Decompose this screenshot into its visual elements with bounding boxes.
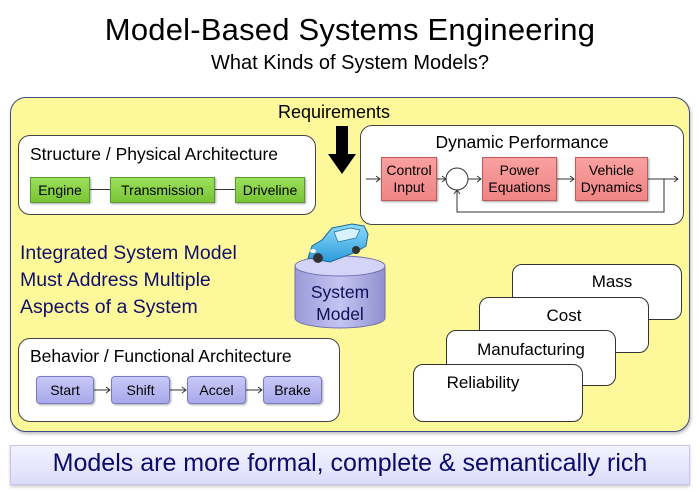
statement-line: Aspects of a System: [20, 296, 198, 318]
dynamic-block-power-equations[interactable]: Power Equations: [482, 157, 557, 201]
footer-text: Models are more formal, complete & seman…: [52, 449, 648, 477]
behavior-block-shift[interactable]: Shift: [111, 376, 170, 404]
structure-connector: [90, 189, 110, 190]
structure-connector: [215, 189, 235, 190]
dynamic-block-vehicle-dynamics[interactable]: Vehicle Dynamics: [575, 157, 648, 201]
aspect-label: Mass: [591, 272, 633, 291]
summing-junction-icon: [445, 167, 469, 191]
requirements-label: Requirements: [278, 102, 391, 122]
block-line: Vehicle: [588, 162, 635, 178]
dynamic-title: Dynamic Performance: [435, 132, 609, 152]
structure-title: Structure / Physical Architecture: [30, 144, 279, 164]
behavior-block-brake[interactable]: Brake: [263, 376, 322, 404]
aspect-label: Manufacturing: [477, 340, 585, 359]
system-model-label: System Model: [290, 281, 390, 325]
structure-block-engine[interactable]: Engine: [30, 177, 90, 203]
aspect-label: Cost: [546, 306, 582, 325]
down-arrow-icon: [328, 126, 356, 174]
cylinder-line: System: [310, 282, 370, 302]
structure-block-driveline[interactable]: Driveline: [235, 177, 305, 203]
aspect-label: Reliability: [446, 373, 520, 392]
car-icon: [307, 223, 369, 263]
block-line: Dynamics: [580, 179, 643, 195]
cylinder-line: Model: [316, 304, 364, 324]
behavior-block-start[interactable]: Start: [36, 376, 94, 404]
block-line: Input: [393, 179, 425, 195]
aspect-card-reliability[interactable]: Reliability: [413, 364, 583, 422]
dynamic-block-control-input[interactable]: Control Input: [381, 157, 437, 201]
behavior-block-accel[interactable]: Accel: [187, 376, 246, 404]
slide-title: Model-Based Systems Engineering: [104, 12, 596, 47]
footer-banner: [10, 445, 690, 485]
structure-block-transmission[interactable]: Transmission: [110, 177, 215, 203]
block-line: Control: [386, 162, 432, 178]
block-line: Equations: [488, 179, 551, 195]
slide-subtitle: What Kinds of System Models?: [211, 52, 489, 74]
statement-line: Must Address Multiple: [20, 269, 211, 291]
statement-line: Integrated System Model: [20, 242, 237, 264]
integrated-model-statement: Integrated System Model Must Address Mul…: [20, 240, 237, 321]
behavior-title: Behavior / Functional Architecture: [30, 346, 292, 366]
block-line: Power: [499, 162, 540, 178]
